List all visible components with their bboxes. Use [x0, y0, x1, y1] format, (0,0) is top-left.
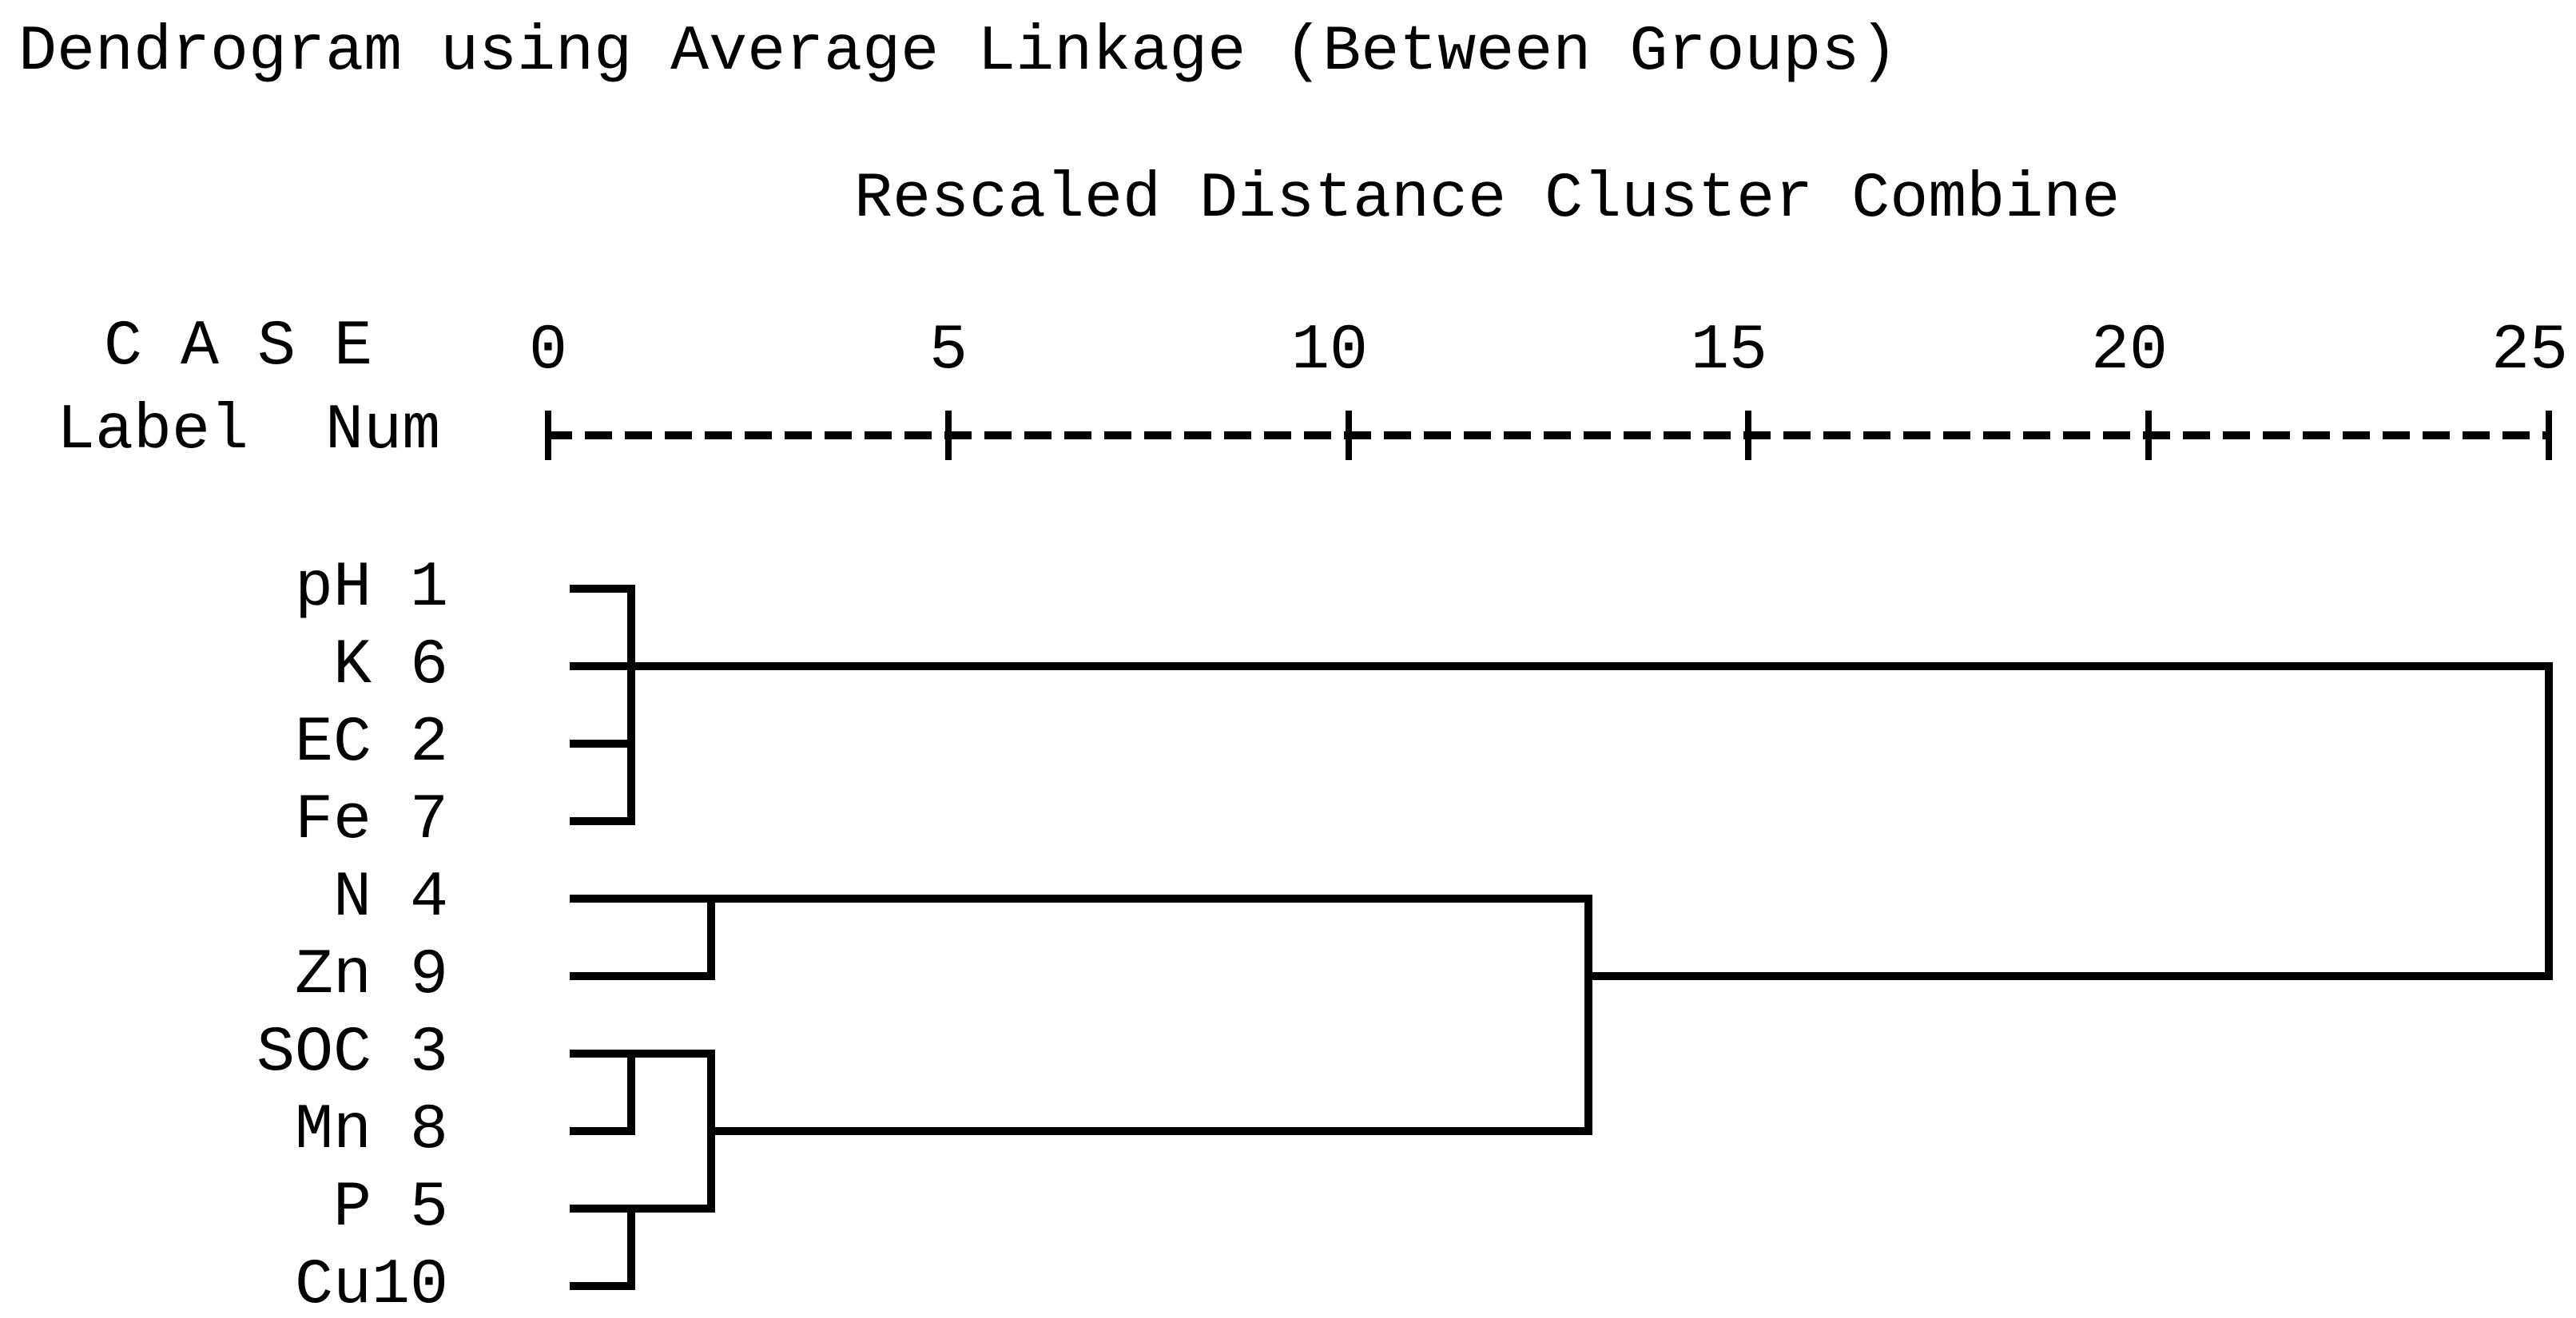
leaf-label: EC 2 [256, 707, 449, 780]
axis-tick-label: 15 [1690, 315, 1767, 387]
axis-plus-mark [545, 411, 551, 460]
dendrogram-h-line-k-branch [570, 662, 2553, 670]
axis-tick-label: 10 [1290, 315, 1368, 387]
axis-plus-mark [2145, 411, 2152, 460]
leaf-label: N 4 [256, 862, 449, 935]
axis-ruler-dashes [545, 431, 2552, 439]
leaf-label: pH 1 [256, 552, 449, 625]
dendrogram-h-line-mn-stub [570, 1127, 635, 1135]
leaf-label: Fe 7 [256, 784, 449, 857]
axis-plus-mark [1745, 411, 1751, 460]
dendrogram-v-line-join-socmn-pcu [707, 1050, 715, 1213]
dendrogram-h-line-p-branch [570, 1205, 715, 1213]
leaf-label: K 6 [256, 629, 449, 702]
case-column-header: C A S E [104, 311, 373, 383]
dendrogram-v-line-join-p-cu [627, 1205, 635, 1290]
dendrogram-h-line-n-branch [570, 895, 1592, 903]
axis-tick-label: 20 [2090, 315, 2168, 387]
leaf-label: SOC 3 [256, 1017, 449, 1090]
axis-plus-mark [1346, 411, 1352, 460]
dendrogram-h-line-zn-stub [570, 972, 715, 980]
dendrogram-h-line-cu-stub [570, 1282, 635, 1290]
dendrogram-v-line-join-n-zn [707, 895, 715, 980]
dendrogram-v-line-join-root [2545, 662, 2553, 980]
dendrogram-h-line-ec-stub [570, 740, 635, 748]
label-num-column-header: Label Num [57, 395, 441, 467]
leaf-label: Mn 8 [256, 1094, 449, 1167]
dendrogram-h-line-fe-stub [570, 817, 635, 825]
axis-tick-label: 0 [528, 315, 567, 387]
leaf-label: Cu10 [256, 1249, 449, 1318]
dendrogram-h-line-zn-row-continuation [1584, 972, 2553, 980]
dendrogram-h-line-ph-stub [570, 585, 635, 593]
axis-tick-label: 5 [928, 315, 968, 387]
axis-plus-mark [2546, 411, 2552, 460]
leaf-label: P 5 [256, 1172, 449, 1245]
leaf-label: Zn 9 [256, 939, 449, 1012]
dendrogram-h-line-mn-row-continuation [707, 1127, 1592, 1135]
figure-title: Dendrogram using Average Linkage (Betwee… [18, 16, 1898, 89]
axis-title: Rescaled Distance Cluster Combine [854, 163, 2121, 236]
dendrogram-v-line-join-nzn-socmnpcu [1584, 895, 1592, 1135]
axis-plus-mark [945, 411, 952, 460]
axis-tick-label: 25 [2491, 315, 2568, 387]
dendrogram-h-line-soc-branch [570, 1050, 715, 1058]
dendrogram-v-line-join-ph-k-ec-fe [627, 585, 635, 825]
dendrogram-v-line-join-soc-mn [627, 1050, 635, 1135]
